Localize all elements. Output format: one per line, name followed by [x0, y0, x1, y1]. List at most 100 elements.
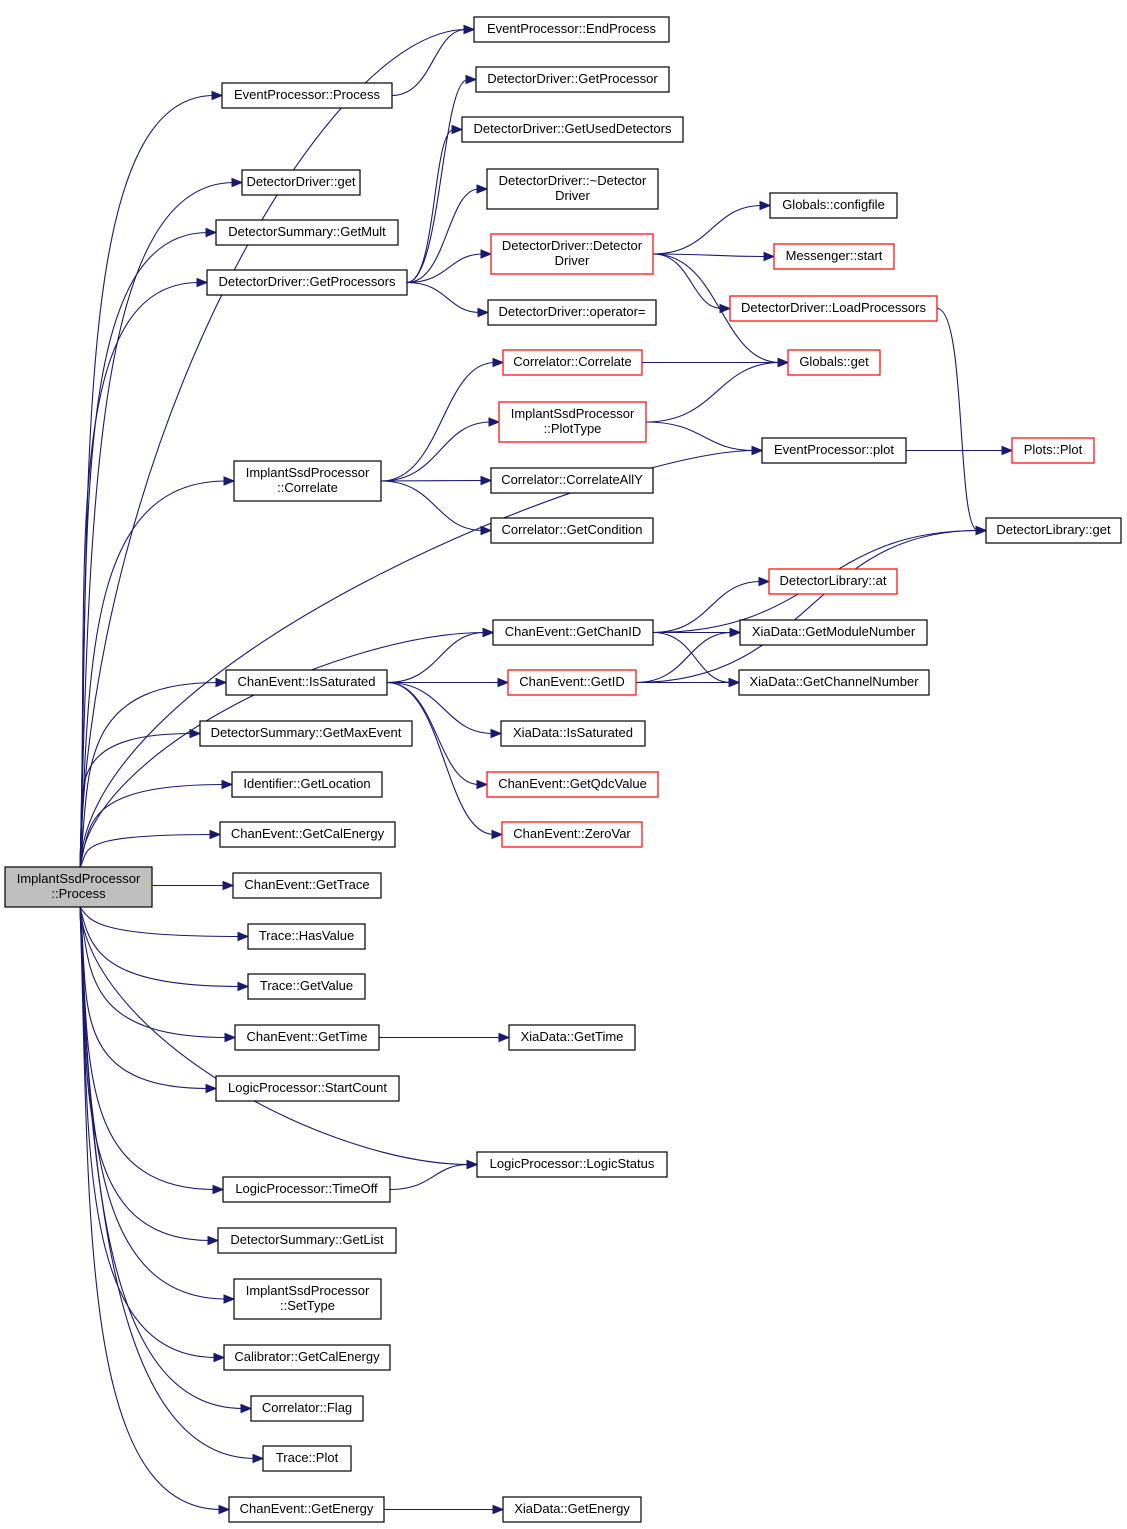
node-label: Correlator::Correlate	[513, 354, 632, 369]
node-corr-allY[interactable]: Correlator::CorrelateAllY	[490, 467, 654, 494]
node-label: DetectorDriver::Detector	[502, 238, 643, 253]
node-xia-getenergy[interactable]: XiaData::GetEnergy	[502, 1496, 642, 1523]
edge-line	[79, 732, 193, 868]
edge-root-to-tr_getvalue	[79, 906, 250, 992]
node-corr-flag[interactable]: Correlator::Flag	[250, 1395, 364, 1422]
node-corr-getcond[interactable]: Correlator::GetCondition	[490, 517, 654, 544]
edge-ce_getchanid-to-dl_at	[652, 576, 771, 634]
node-xia-gettime[interactable]: XiaData::GetTime	[508, 1024, 636, 1051]
node-tr-getvalue[interactable]: Trace::GetValue	[247, 973, 366, 1000]
node-cal-getcalenergy[interactable]: Calibrator::GetCalEnergy	[223, 1344, 391, 1371]
edge-dd_ctor-to-msg_start	[652, 251, 776, 262]
node-dd-dtor[interactable]: DetectorDriver::~DetectorDriver	[486, 168, 659, 210]
node-corr-correlate[interactable]: Correlator::Correlate	[502, 349, 643, 376]
node-dd-ctor[interactable]: DetectorDriver::DetectorDriver	[490, 233, 654, 275]
node-ce-zerovar[interactable]: ChanEvent::ZeroVar	[501, 821, 643, 848]
node-lp-startcount[interactable]: LogicProcessor::StartCount	[215, 1075, 400, 1102]
edge-arrowhead	[224, 1032, 237, 1043]
node-dd-loadprocs[interactable]: DetectorDriver::LoadProcessors	[729, 295, 938, 322]
node-box	[4, 866, 153, 908]
edge-arrowhead	[465, 74, 478, 85]
edge-line	[79, 906, 217, 1359]
node-id-getloc[interactable]: Identifier::GetLocation	[231, 771, 383, 798]
node-dd-opeq[interactable]: DetectorDriver::operator=	[487, 299, 657, 326]
node-xia-issat[interactable]: XiaData::IsSaturated	[500, 720, 646, 747]
edge-arrowhead	[466, 1159, 479, 1170]
node-box	[502, 349, 643, 376]
node-box	[729, 295, 938, 322]
node-label: ImplantSsdProcessor	[17, 871, 141, 886]
edge-line	[406, 281, 481, 314]
node-dd-getprocs[interactable]: DetectorDriver::GetProcessors	[206, 269, 408, 296]
node-ds-getlist[interactable]: DetectorSummary::GetList	[217, 1227, 397, 1254]
node-lp-logicstatus[interactable]: LogicProcessor::LogicStatus	[476, 1151, 668, 1178]
node-label: Plots::Plot	[1024, 442, 1083, 457]
edge-root-to-ce_issat	[79, 677, 228, 868]
node-ce-getcalenergy[interactable]: ChanEvent::GetCalEnergy	[219, 821, 396, 848]
node-dd-getproc[interactable]: DetectorDriver::GetProcessor	[475, 66, 670, 93]
node-label: XiaData::GetEnergy	[514, 1501, 630, 1516]
node-box	[490, 467, 654, 494]
node-ce-gettime[interactable]: ChanEvent::GetTime	[234, 1024, 380, 1051]
node-dl-at[interactable]: DetectorLibrary::at	[768, 568, 898, 595]
edge-root-to-tr_plot	[79, 906, 265, 1464]
node-ds-getmaxevent[interactable]: DetectorSummary::GetMaxEvent	[199, 720, 413, 747]
node-box	[247, 923, 366, 950]
node-ce-issat[interactable]: ChanEvent::IsSaturated	[225, 669, 388, 696]
edge-arrowhead	[211, 90, 224, 101]
node-isp-plottype[interactable]: ImplantSsdProcessor::PlotType	[498, 401, 647, 443]
node-isp-correlate[interactable]: ImplantSsdProcessor::Correlate	[233, 460, 382, 502]
node-label: DetectorDriver::LoadProcessors	[741, 300, 926, 315]
node-xia-getchannum[interactable]: XiaData::GetChannelNumber	[738, 669, 930, 696]
node-box	[1011, 437, 1095, 464]
node-ce-getqdc[interactable]: ChanEvent::GetQdcValue	[486, 771, 659, 798]
node-box	[487, 299, 657, 326]
node-ce-gettrace[interactable]: ChanEvent::GetTrace	[232, 872, 382, 899]
node-g-configfile[interactable]: Globals::configfile	[769, 192, 898, 219]
node-dd-getused[interactable]: DetectorDriver::GetUsedDetectors	[461, 116, 684, 143]
node-ce-getenergy[interactable]: ChanEvent::GetEnergy	[228, 1496, 385, 1523]
node-g-get[interactable]: Globals::get	[787, 349, 881, 376]
node-ds-getmult[interactable]: DetectorSummary::GetMult	[215, 219, 399, 246]
edge-dd_getprocs-to-dd_ctor	[406, 249, 493, 284]
node-box	[492, 619, 654, 646]
node-label: ImplantSsdProcessor	[246, 1283, 370, 1298]
node-msg-start[interactable]: Messenger::start	[773, 243, 895, 270]
node-isp-settype[interactable]: ImplantSsdProcessor::SetType	[233, 1278, 382, 1320]
edge-ce_issat-to-ce_getid	[387, 677, 510, 688]
node-label: Trace::HasValue	[259, 928, 354, 943]
node-ce-getid[interactable]: ChanEvent::GetID	[507, 669, 637, 696]
node-lp-timeoff[interactable]: LogicProcessor::TimeOff	[222, 1176, 391, 1203]
edge-line	[79, 480, 227, 868]
edge-arrowhead	[476, 184, 489, 194]
node-ep-end[interactable]: EventProcessor::EndProcess	[473, 16, 670, 43]
node-label: DetectorSummary::GetList	[230, 1232, 384, 1247]
edge-arrowhead	[221, 779, 234, 790]
edge-arrowhead	[498, 1032, 511, 1043]
node-label: DetectorLibrary::get	[996, 522, 1111, 537]
node-xia-getmodnum[interactable]: XiaData::GetModuleNumber	[739, 619, 928, 646]
edge-line	[406, 188, 480, 284]
node-tr-plot[interactable]: Trace::Plot	[262, 1445, 352, 1472]
edge-arrowhead	[1001, 445, 1014, 456]
node-box	[231, 771, 383, 798]
node-box	[233, 1278, 382, 1320]
edge-line	[652, 631, 732, 684]
node-label: XiaData::IsSaturated	[513, 725, 633, 740]
node-label: Trace::Plot	[276, 1450, 339, 1465]
node-dl-get[interactable]: DetectorLibrary::get	[985, 517, 1122, 544]
edge-arrowhead	[231, 177, 244, 188]
edge-line	[389, 1163, 470, 1191]
edge-line	[79, 906, 244, 1410]
node-ep-process[interactable]: EventProcessor::Process	[221, 82, 393, 109]
node-label: ChanEvent::GetTime	[247, 1029, 368, 1044]
edge-line	[652, 253, 781, 364]
node-box	[247, 973, 366, 1000]
node-dd-get[interactable]: DetectorDriver::get	[241, 169, 361, 196]
node-plots-plot[interactable]: Plots::Plot	[1011, 437, 1095, 464]
node-ce-getchanid[interactable]: ChanEvent::GetChanID	[492, 619, 654, 646]
node-tr-hasvalue[interactable]: Trace::HasValue	[247, 923, 366, 950]
node-label: Correlator::CorrelateAllY	[501, 472, 643, 487]
node-ep-plot[interactable]: EventProcessor::plot	[761, 437, 907, 464]
node-box	[739, 619, 928, 646]
